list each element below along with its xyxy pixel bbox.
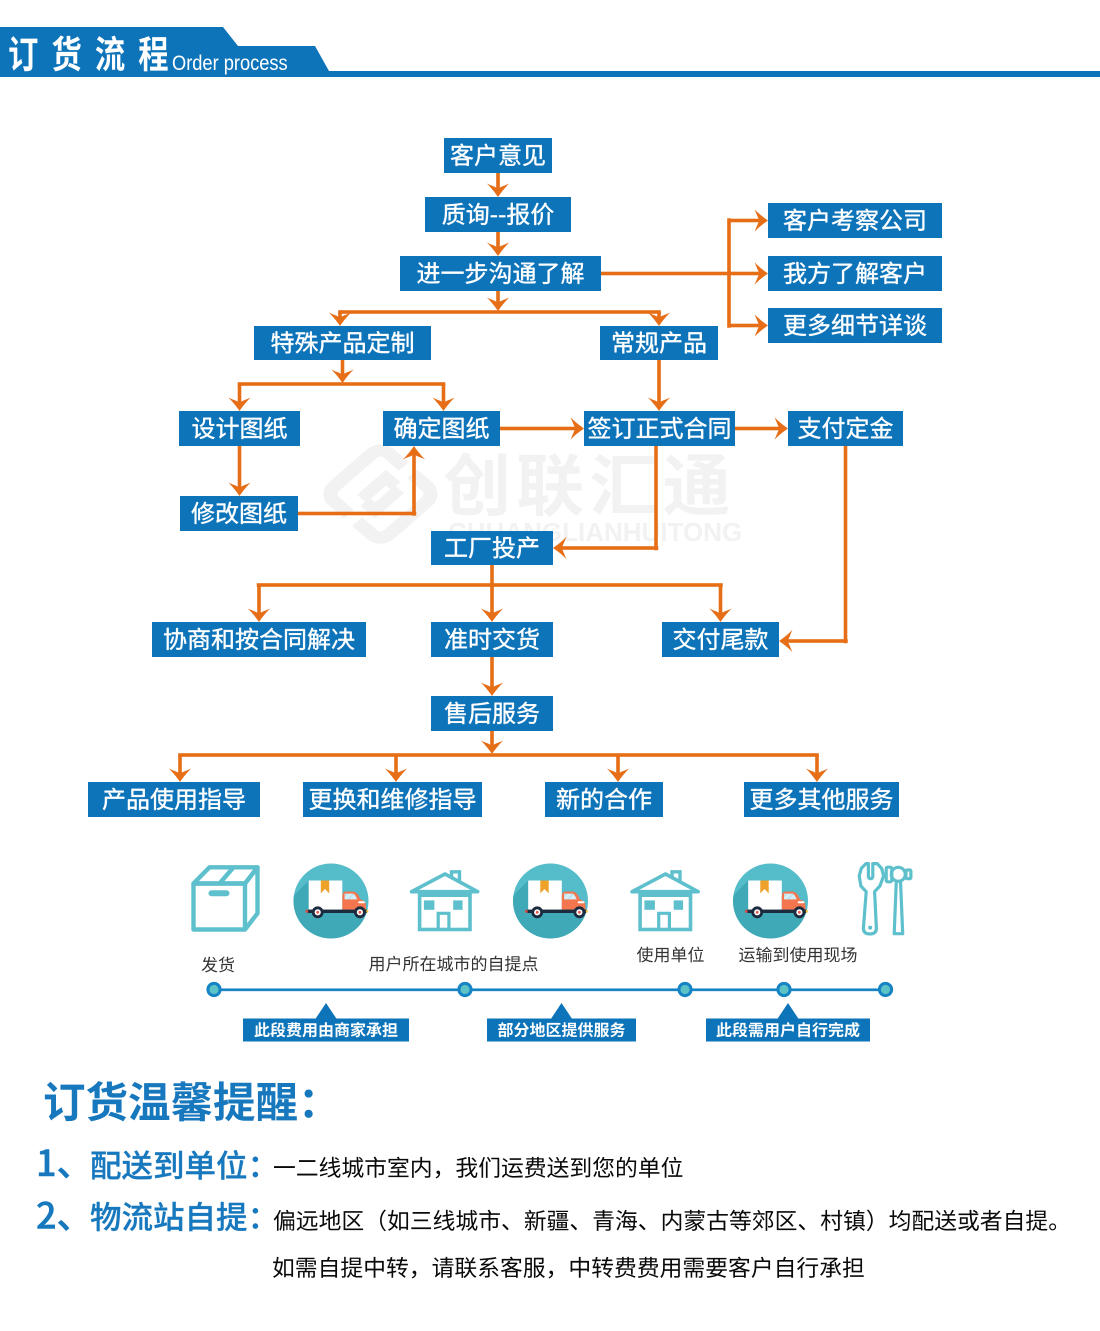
- svg-text:Order process: Order process: [172, 52, 288, 75]
